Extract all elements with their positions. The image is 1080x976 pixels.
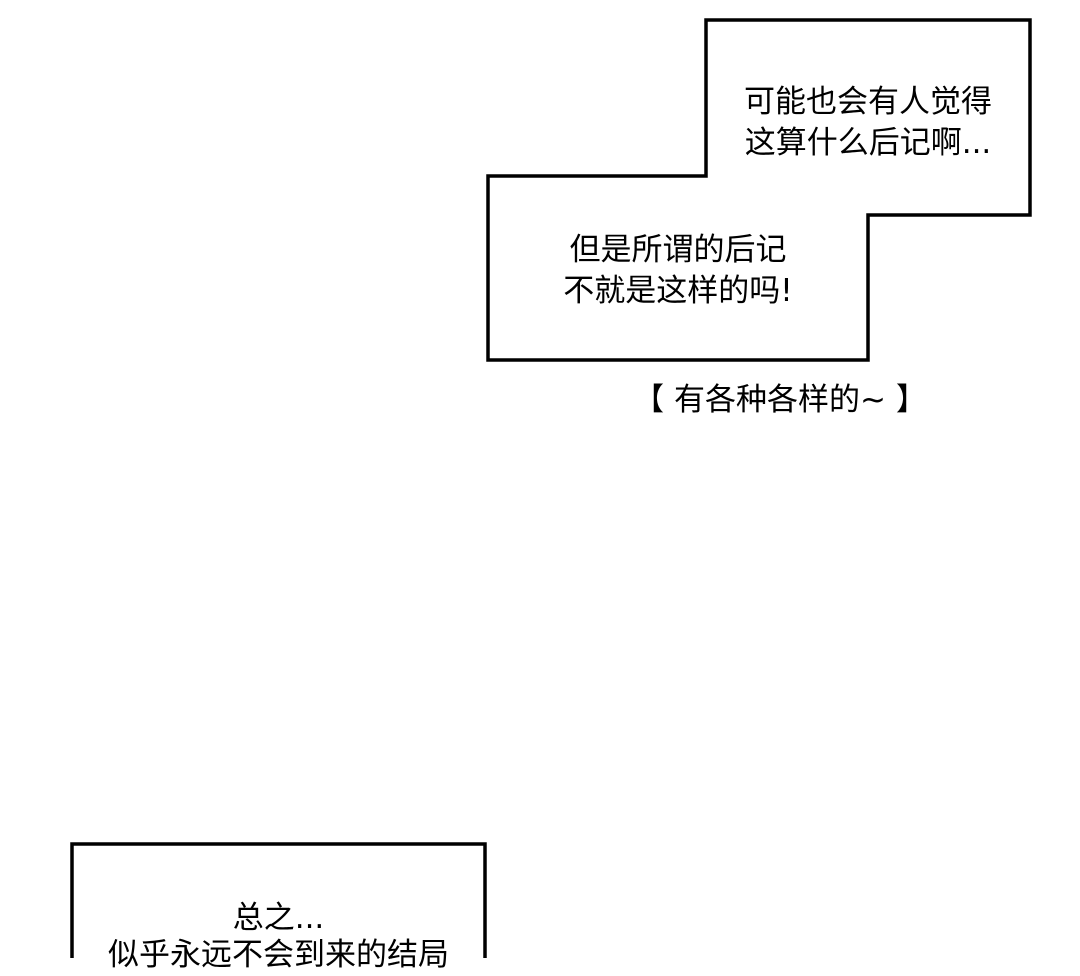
merged-speech-box (486, 18, 1032, 362)
bottom-bubble-line-2: 似乎永远不会到来的结局 (108, 937, 449, 973)
bubble-1-line-1: 可能也会有人觉得 (744, 84, 992, 120)
bottom-bubble-line-1: 总之... (232, 900, 325, 936)
bottom-speech-box (70, 842, 487, 958)
bubble-2-text: 但是所谓的后记 不就是这样的吗! (488, 230, 868, 312)
bubble-1-line-2: 这算什么后记啊... (744, 125, 992, 161)
bottom-bubble-text: 总之... 似乎永远不会到来的结局 (72, 898, 485, 976)
bubble-2-line-2: 不就是这样的吗! (563, 273, 793, 309)
caption: 【 有各种各样的~ 】 (633, 382, 927, 418)
bubble-2-line-1: 但是所谓的后记 (569, 232, 787, 268)
bubble-1-text: 可能也会有人觉得 这算什么后记啊... (706, 82, 1030, 164)
